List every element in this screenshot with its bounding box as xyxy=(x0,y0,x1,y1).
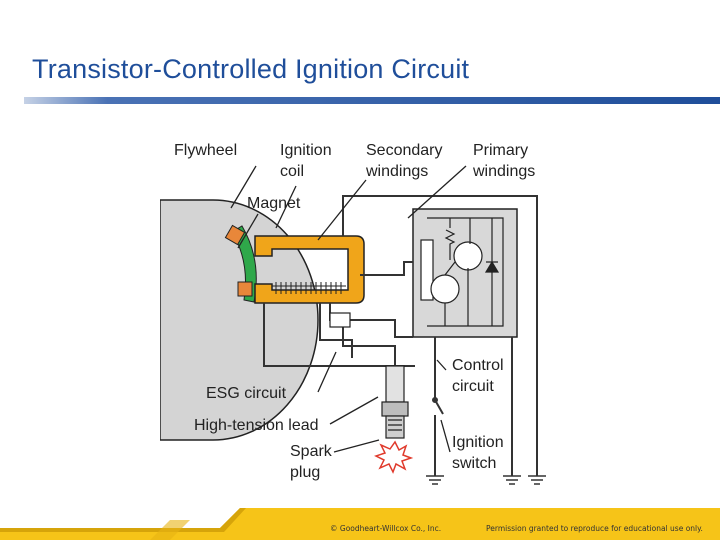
footer-permission: Permission granted to reproduce for educ… xyxy=(486,524,703,533)
spark-burst xyxy=(374,440,414,474)
label-secondary-windings: Secondary windings xyxy=(366,142,443,180)
label-high-tension-lead: High-tension lead xyxy=(194,417,319,434)
label-ignition-coil: Ignition coil xyxy=(280,142,332,180)
coil-windings xyxy=(272,282,346,294)
label-primary-windings: Primary windings xyxy=(473,142,536,180)
ignition-switch-symbol xyxy=(432,397,444,415)
label-esg-circuit: ESG circuit xyxy=(206,385,287,402)
label-ignition-switch: Ignition switch xyxy=(452,434,504,472)
magnet-pole-top xyxy=(224,224,246,246)
esg-connector xyxy=(329,312,351,328)
label-magnet: Magnet xyxy=(247,195,301,212)
leader-arrows xyxy=(230,165,467,453)
ignition-circuit-diagram: Flywheel Ignition coil Secondary winding… xyxy=(159,130,560,490)
ground-symbols xyxy=(426,475,546,485)
circuit-drawing xyxy=(159,165,546,485)
flywheel-shape xyxy=(159,199,319,441)
page-title: Transistor-Controlled Ignition Circuit xyxy=(32,54,470,84)
magnet-pole-bottom xyxy=(237,281,253,297)
ignition-coil-core xyxy=(254,235,365,304)
label-control-circuit: Control circuit xyxy=(452,357,504,395)
label-flywheel: Flywheel xyxy=(174,142,238,159)
title-underline xyxy=(24,97,720,104)
spark-plug-shape xyxy=(381,365,409,439)
footer-copyright: © Goodheart-Willcox Co., Inc. xyxy=(330,524,442,533)
footer-band xyxy=(0,508,720,540)
control-circuit-internals xyxy=(420,217,504,327)
label-spark-plug: Spark plug xyxy=(290,443,332,481)
